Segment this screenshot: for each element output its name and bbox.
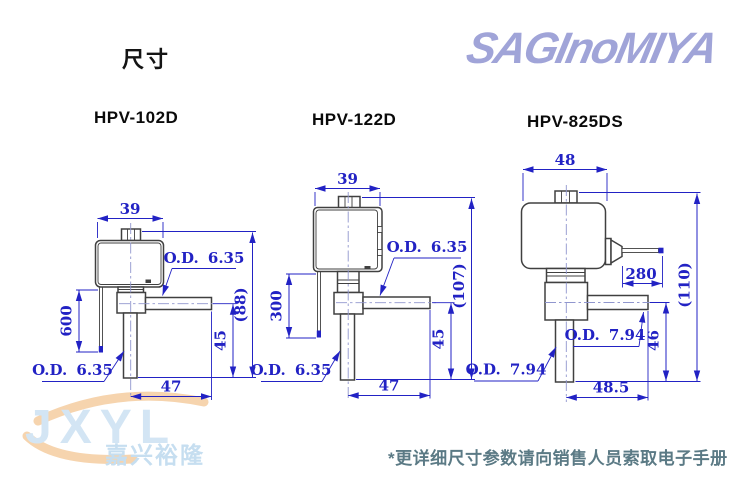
od-outlet-leader [162,268,173,296]
cap-nut-facets [127,229,135,241]
od-outlet-leader [379,257,395,296]
dim-capillary-length: 300 [268,290,286,321]
dim-overall-height: (88) [232,287,250,322]
cable-tip [658,247,664,254]
watermark-latin: JXYL [25,401,177,454]
od-label-outlet: O.D. 6.35 [164,249,245,267]
coil-body [520,202,607,270]
dim-capillary-length: 600 [58,305,76,336]
coil-body-inner [315,209,378,270]
od-outlet-leader [638,311,646,347]
od-label-outlet: O.D. 6.35 [387,238,468,256]
ext-width-top [97,222,164,238]
ext-capillary [76,289,98,353]
page-title: 尺寸 [122,47,171,72]
ext-overall-height [138,231,256,378]
cap-nut [337,195,361,209]
model-label-hpv-122d: HPV-122D [312,110,397,129]
watermark-swoosh-bottom [22,431,138,464]
cap-nut-facets [344,196,353,208]
od-label-outlet: O.D. 7.94 [565,326,646,344]
capillary-tip [98,346,103,353]
footer-note: *更详细尺寸参数请向销售人员索取电子手册 [388,449,728,468]
dim-width-bottom: 47 [379,377,400,395]
coil-body-mark [145,279,151,283]
ext-overall-height [356,197,475,380]
valve-block [116,291,147,314]
neck-ribs [546,272,585,277]
dim-cable-length: 280 [625,265,656,283]
terminal-tab-1 [377,226,383,233]
cap-nut-facets [561,191,570,203]
drawing-hpv-825ds: 48 280 O.D. 7.94 46 (110) 48.5 O.D. 7.94 [466,151,701,402]
capillary-tip [316,330,321,338]
coil-body-inner [97,242,162,285]
inlet-pipe [339,313,356,381]
ext-capillary [286,273,316,339]
ext-width-top [522,173,608,201]
dim-overall-height: (107) [450,263,468,309]
ext-overall-height [575,192,701,382]
thermostat-cable [621,248,659,253]
dim-overall-height: (110) [676,262,694,308]
od-label-inlet: O.D. 7.94 [466,361,547,379]
od-label-inlet: O.D. 6.35 [32,361,113,379]
capillary-tube [99,287,103,347]
od-label-inlet: O.D. 6.35 [251,361,332,379]
dim-width-top: 48 [555,151,576,169]
dim-outlet-height: 45 [430,329,448,350]
dim-outlet-height: 46 [645,330,663,351]
dim-width-bottom: 47 [161,378,182,396]
terminal-tab-2 [377,249,383,256]
dim-width-top: 39 [337,170,358,188]
watermark-cjk: 嘉兴裕隆 [105,442,205,468]
capillary-tube [317,271,321,332]
od-inlet-leader [537,346,557,382]
od-inlet-leader [103,350,125,382]
watermark: JXYL 嘉兴裕隆 [22,391,209,468]
neck [545,267,586,284]
ext-cable [622,256,663,288]
model-label-hpv-102d: HPV-102D [94,108,179,127]
dim-width-bottom: 48.5 [593,379,630,397]
od-inlet-leader [321,350,341,382]
connector-base [604,237,612,266]
ext-width-top [314,192,381,206]
drawing-hpv-122d: 39 300 O.D. 6.35 (107) 45 47 O.D. 6.35 [251,170,475,400]
model-label-hpv-825ds: HPV-825DS [527,112,624,131]
coil-body-mark [364,266,371,269]
cable-connector [610,238,623,265]
drawing-hpv-102d: 39 600 O.D. 6.35 (88) 45 47 O.D. 6.35 [32,200,256,400]
dim-outlet-height: 45 [212,330,230,351]
dim-width-top: 39 [120,200,141,218]
coil-body [94,239,165,288]
